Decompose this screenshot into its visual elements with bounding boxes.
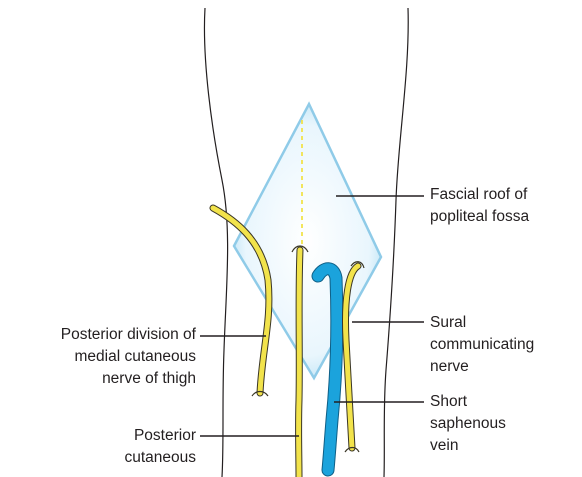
label-fascial-roof-line1: Fascial roof of: [430, 184, 529, 206]
label-sural: Sural communicating nerve: [430, 312, 534, 378]
label-short-saphenous-line2: saphenous: [430, 413, 506, 435]
label-posterior-division-line1: Posterior division of: [61, 324, 196, 346]
label-posterior-division-line2: medial cutaneous: [61, 346, 196, 368]
label-sural-line3: nerve: [430, 356, 534, 378]
label-short-saphenous: Short saphenous vein: [430, 391, 506, 457]
label-fascial-roof: Fascial roof of popliteal fossa: [430, 184, 529, 228]
label-posterior-division-line3: nerve of thigh: [61, 368, 196, 390]
label-posterior-cutaneous: Posterior cutaneous: [124, 425, 196, 469]
label-posterior-cutaneous-line2: cutaneous: [124, 447, 196, 469]
label-posterior-division: Posterior division of medial cutaneous n…: [61, 324, 196, 390]
label-short-saphenous-line3: vein: [430, 435, 506, 457]
label-posterior-cutaneous-line1: Posterior: [124, 425, 196, 447]
label-fascial-roof-line2: popliteal fossa: [430, 206, 529, 228]
label-short-saphenous-line1: Short: [430, 391, 506, 413]
limb-outline-left: [204, 8, 227, 477]
limb-outline-right: [384, 8, 408, 477]
label-sural-line1: Sural: [430, 312, 534, 334]
label-sural-line2: communicating: [430, 334, 534, 356]
